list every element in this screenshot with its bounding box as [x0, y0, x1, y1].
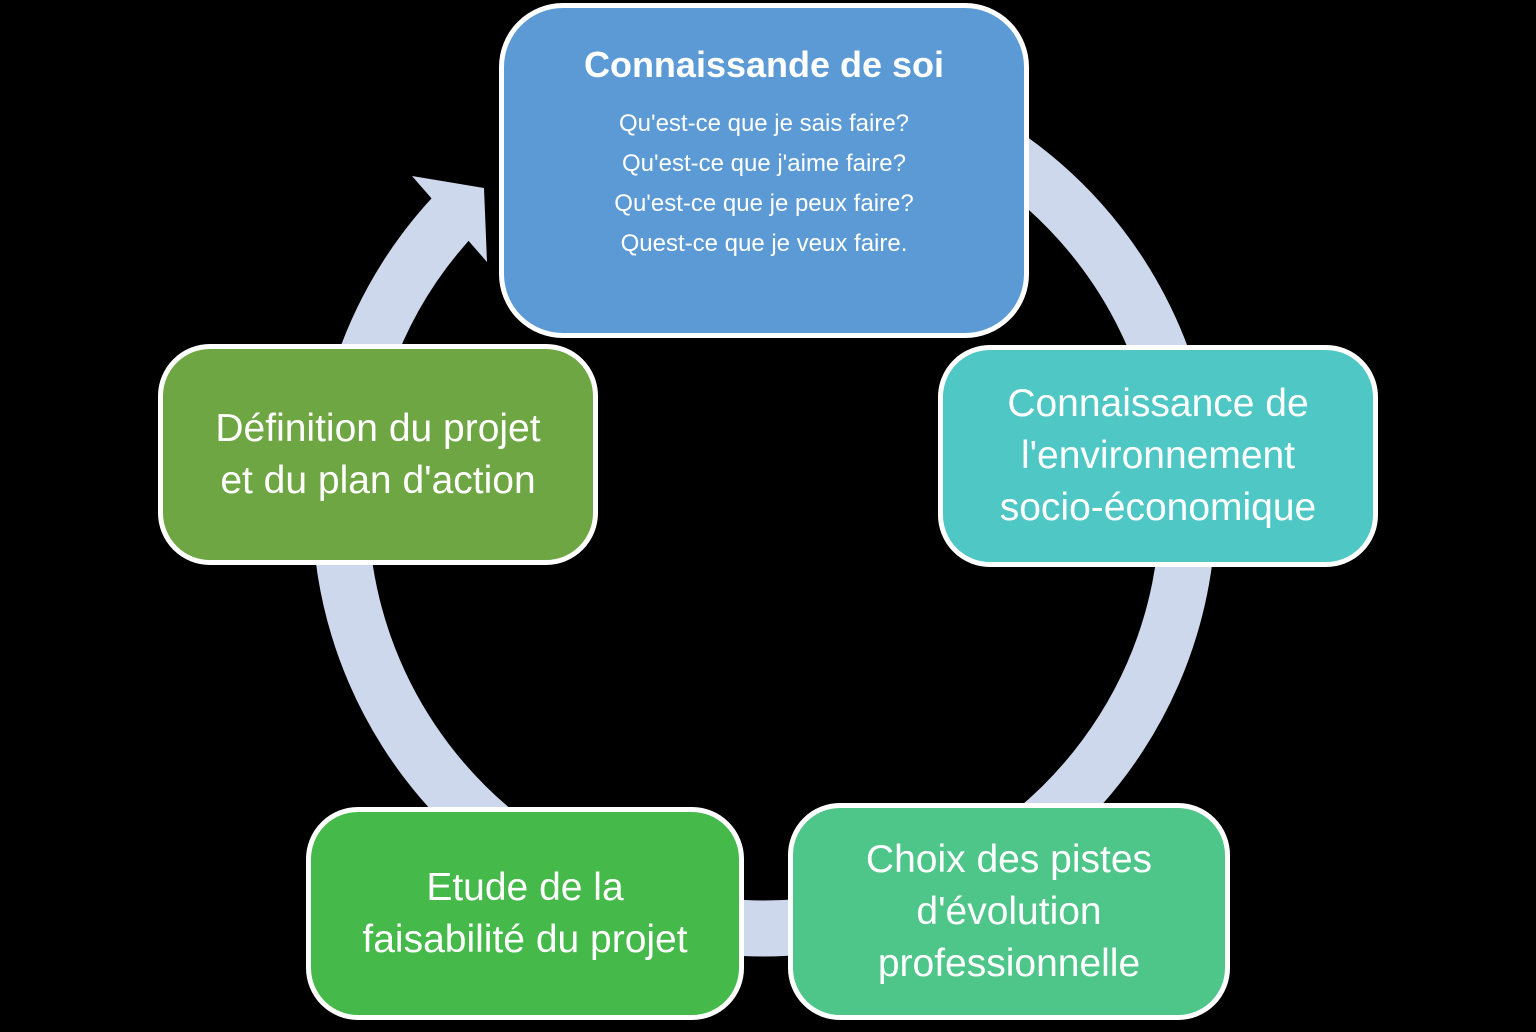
step-etude-faisabilite: Etude de la faisabilité du projet: [306, 807, 744, 1020]
step-definition-projet: Définition du projet et du plan d'action: [158, 344, 598, 565]
step-connaissance-environnement: Connaissance de l'environnement socio-éc…: [938, 345, 1378, 567]
step-label-line: d'évolution: [916, 889, 1102, 933]
step-choix-pistes: Choix des pistes d'évolution professionn…: [788, 803, 1230, 1020]
step-label-line: Etude de la: [426, 865, 624, 909]
cycle-arrow-head-icon: [412, 176, 487, 262]
step-label-line: professionnelle: [877, 941, 1141, 985]
step-label-line: Choix des pistes: [865, 837, 1153, 881]
step-label-line: socio-économique: [999, 486, 1317, 529]
question-line: Quest-ce que je veux faire.: [620, 230, 908, 257]
step-label-line: Connaissance de: [1007, 382, 1309, 425]
step-title: Connaissande de soi: [583, 44, 945, 85]
step-connaissance-de-soi: Connaissande de soi Qu'est-ce que je sai…: [499, 3, 1029, 338]
question-line: Qu'est-ce que je sais faire?: [618, 110, 910, 137]
step-label-line: Définition du projet: [215, 406, 541, 450]
step-label-line: faisabilité du projet: [362, 917, 688, 961]
step-questions: Qu'est-ce que je sais faire? Qu'est-ce q…: [614, 104, 913, 264]
step-label-line: et du plan d'action: [220, 458, 536, 502]
question-line: Qu'est-ce que j'aime faire?: [622, 150, 906, 177]
question-line: Qu'est-ce que je peux faire?: [614, 190, 914, 217]
step-label-line: l'environnement: [1020, 434, 1296, 477]
